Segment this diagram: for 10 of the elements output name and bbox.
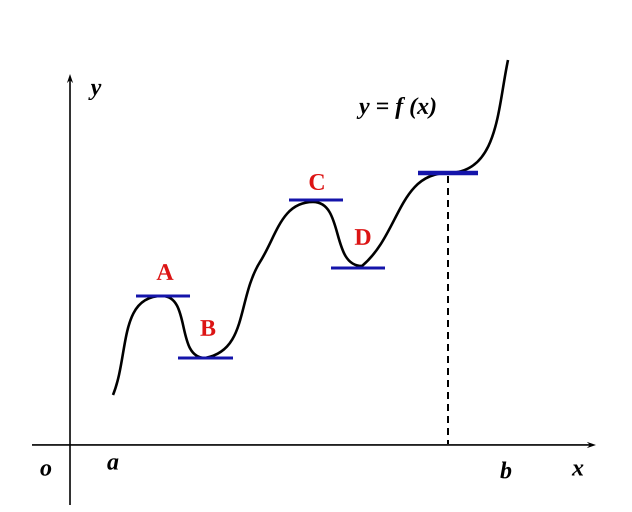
tick-label: a xyxy=(107,458,118,470)
origin-label: o xyxy=(40,464,52,476)
point-label: C xyxy=(310,174,324,190)
axis-label: y xyxy=(88,84,102,100)
point-label: B xyxy=(200,320,216,336)
point-label: A xyxy=(156,264,174,280)
point-label: D xyxy=(354,229,370,245)
axis-label: x xyxy=(572,464,584,476)
function-label: y = f (x) xyxy=(356,97,436,119)
tick-label: b xyxy=(500,462,512,478)
